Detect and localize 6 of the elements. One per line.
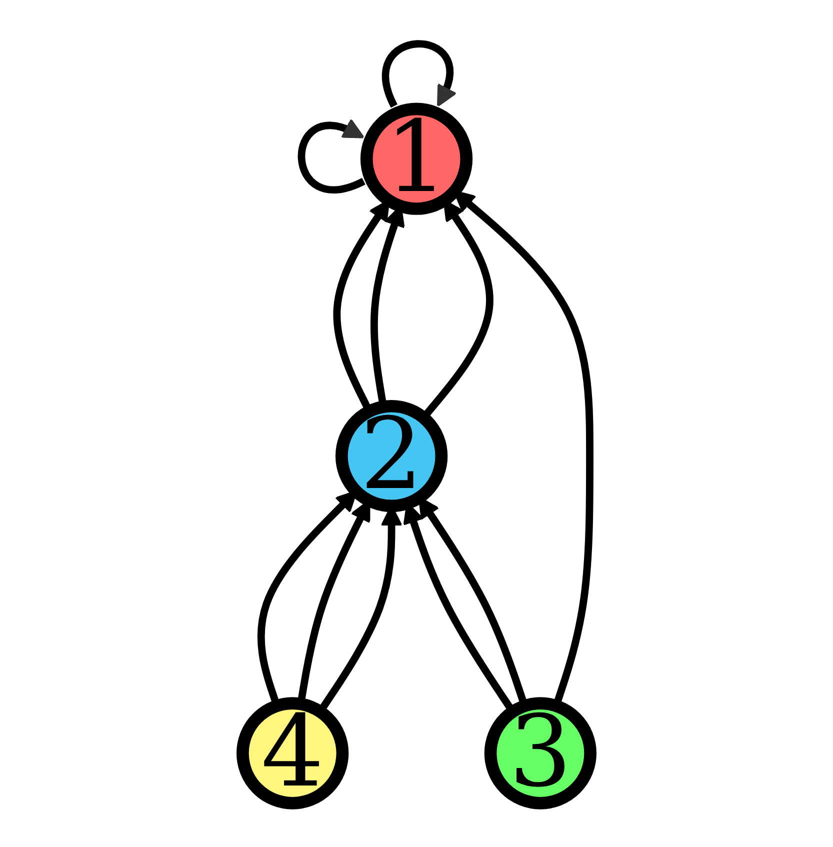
node-circle: 4 [236, 697, 349, 810]
node-circle: 3 [484, 697, 596, 810]
arrow [382, 40, 456, 108]
node-circle: 2 [335, 400, 448, 512]
arrow [298, 118, 366, 194]
node-circle: 1 [360, 102, 473, 215]
